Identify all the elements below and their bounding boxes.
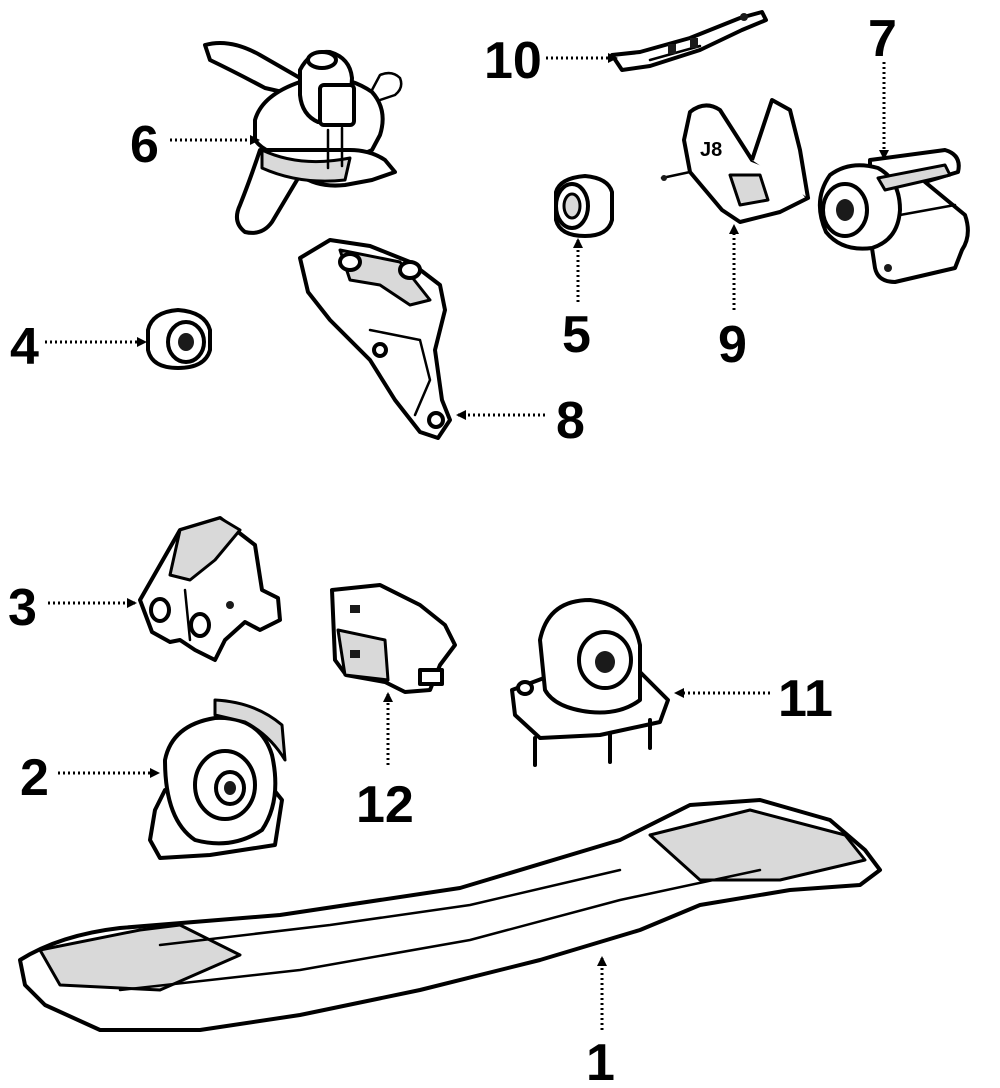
- part-6-engine-mount: [203, 41, 403, 235]
- callout-12: 12: [356, 776, 414, 834]
- part-2-engine-mount: [148, 698, 287, 860]
- callout-11: 11: [778, 670, 833, 728]
- part-4-bushing: [146, 308, 212, 370]
- callout-8: 8: [556, 392, 585, 450]
- callout-1: 1: [586, 1034, 615, 1088]
- callout-2: 2: [20, 749, 49, 807]
- part-7-engine-mount: [818, 148, 970, 284]
- part-9-stamp: J8: [700, 139, 722, 161]
- part-12-bracket: [330, 583, 457, 694]
- callout-3: 3: [8, 579, 37, 637]
- callout-6: 6: [130, 116, 159, 174]
- part-1-crossmember: [18, 798, 882, 1032]
- callout-7: 7: [868, 10, 897, 68]
- part-5-bushing: [554, 174, 614, 238]
- callout-5: 5: [562, 306, 591, 364]
- part-8-bracket: [298, 238, 452, 440]
- callout-10: 10: [484, 32, 542, 90]
- callout-4: 4: [10, 318, 39, 376]
- part-3-bracket: [138, 516, 282, 662]
- callout-9: 9: [718, 316, 747, 374]
- part-10-bracket: [610, 10, 768, 72]
- part-11-engine-mount: [510, 598, 670, 767]
- part-9-bracket: J8: [660, 98, 810, 224]
